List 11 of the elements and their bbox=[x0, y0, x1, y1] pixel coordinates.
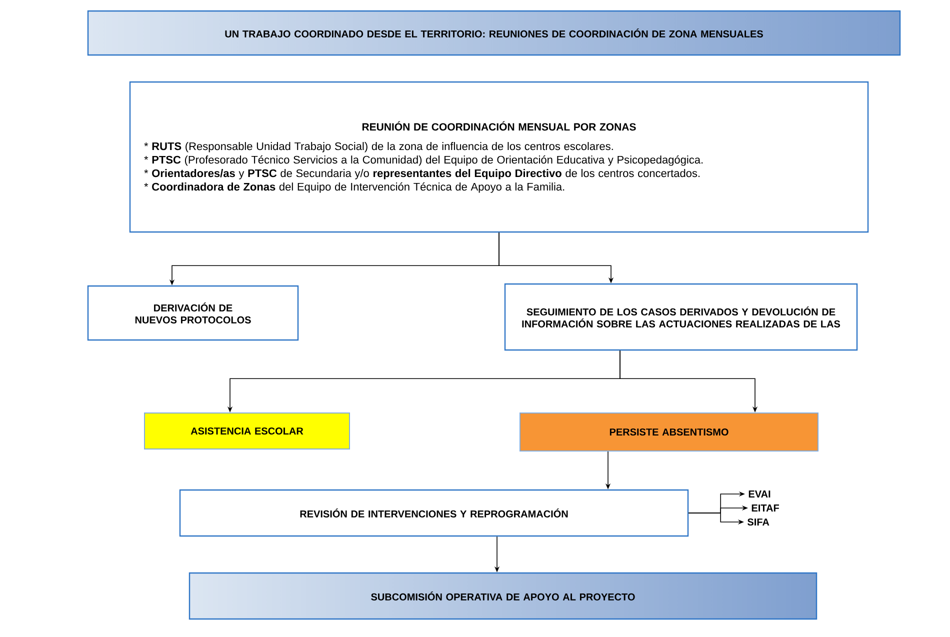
service-label: EITAF bbox=[752, 504, 779, 512]
service-label: SIFA bbox=[748, 518, 770, 526]
process-box: DERIVACIÓN DE NUEVOS PROTOCOLOS bbox=[87, 285, 299, 341]
process-box: ASISTENCIA ESCOLAR bbox=[144, 412, 350, 450]
process-box: SEGUIMIENTO DE LOS CASOS DERIVADOS Y DEVOLUCIÓN DE INFORMACIÓN SOBRE LAS ACTUACIONES REALIZADAS DE LAS bbox=[504, 283, 858, 351]
process-box: REVISIÓN DE INTERVENCIONES Y REPROGRAMACIÓN bbox=[179, 489, 689, 537]
process-box: PERSISTE ABSENTISMO bbox=[520, 412, 818, 452]
banner-box: SUBCOMISIÓN OPERATIVA DE APOYO AL PROYECTO bbox=[188, 572, 818, 620]
service-label: EVAI bbox=[748, 490, 770, 498]
title-banner: UN TRABAJO COORDINADO DESDE EL TERRITORIO: REUNIONES DE COORDINACIÓN DE ZONA MENSUALES bbox=[87, 10, 901, 56]
meeting-box: REUNIÓN DE COORDINACIÓN MENSUAL POR ZONAS *RUTS (Responsable Unidad Trabajo Social) de la zona de influencia de los centros escolares. *PTSC (Profesorado Técnico Servicios a la Comunidad) del Equipo de Orientación Educativa y Psicopedagógica. *Orientadores/as y PTSC de Secundaria y/o representantes del Equipo Directivo de los centros concertados. *Coordinadora de Zonas del Equipo de Intervención Técnica de Apoyo a la Familia. bbox=[129, 81, 869, 233]
